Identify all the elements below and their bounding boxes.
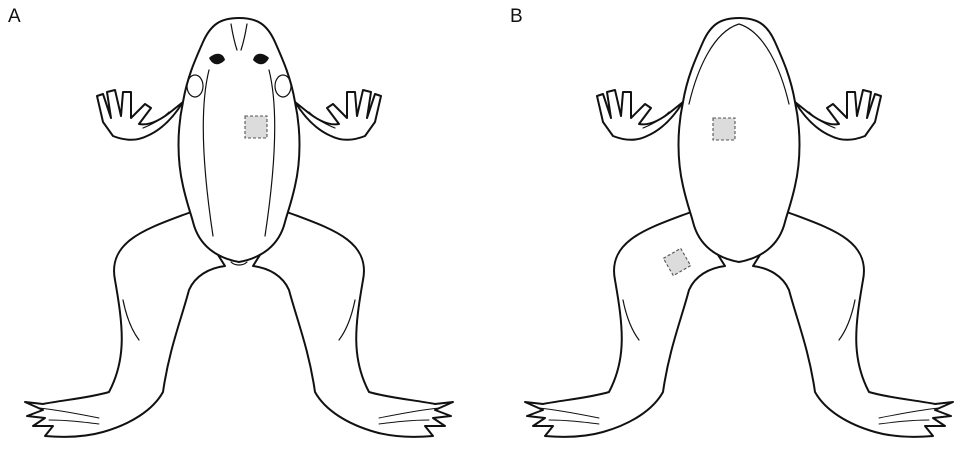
frog-ventral-figure (525, 18, 953, 437)
frog-dorsal-figure (25, 18, 453, 437)
skin-sample-patch-ventral (713, 118, 735, 140)
skin-sample-patch-dorsal (245, 116, 267, 138)
